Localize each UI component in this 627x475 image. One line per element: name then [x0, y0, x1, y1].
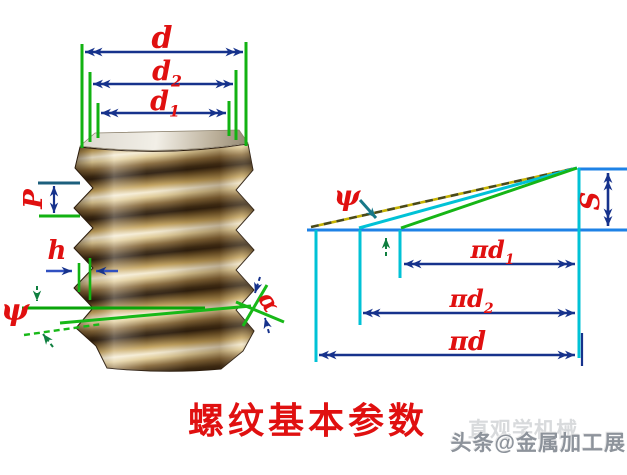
label-lead: S	[576, 191, 606, 211]
label-pi-d2: πd2	[434, 287, 509, 317]
label-lead-angle-left: ψ	[0, 293, 30, 328]
caption-title: 螺纹基本参数	[187, 400, 428, 442]
thread-angle-annotation	[235, 276, 285, 334]
helix-triangle	[307, 166, 627, 366]
helix-pitch-line	[358, 166, 578, 230]
right-view-dimensions	[319, 173, 613, 360]
lead-angle-annotation-left	[22, 286, 252, 348]
working-height-annotation	[46, 258, 118, 300]
watermark-ghost: 直观学机械	[468, 419, 578, 442]
screw-top-face	[79, 129, 249, 151]
label-pitch-diameter-base: d	[152, 56, 171, 87]
label-major-diameter: d	[151, 21, 173, 56]
psi-pointer	[358, 199, 378, 219]
pitch-annotation	[38, 181, 80, 218]
label-minor-diameter: d1	[146, 88, 184, 119]
label-pi-d1-base: πd	[470, 235, 505, 264]
screw-body-shading	[74, 144, 254, 372]
label-lead-angle-right: ψ	[333, 179, 361, 212]
label-pi-d1: πd1	[455, 238, 530, 268]
helix-major	[310, 166, 577, 229]
diameter-dimension-lines	[85, 47, 243, 118]
extension-lines-diameters	[80, 42, 248, 148]
watermark-primary: 头条@金属加工展	[450, 432, 626, 455]
label-pi-d2-sub: 2	[483, 300, 494, 317]
label-pi-d: πd	[448, 327, 487, 357]
screw-render	[73, 129, 255, 372]
helix-minor-line	[400, 166, 578, 230]
label-minor-diameter-sub: 1	[168, 101, 180, 121]
label-pi-d2-base: πd	[449, 284, 484, 313]
label-pitch-diameter: d2	[148, 58, 186, 89]
label-pitch: P	[19, 189, 49, 209]
label-working-height: h	[47, 236, 67, 266]
label-pitch-diameter-sub: 2	[170, 71, 182, 91]
label-minor-diameter-base: d	[150, 86, 169, 117]
label-pi-d1-sub: 1	[504, 251, 515, 268]
